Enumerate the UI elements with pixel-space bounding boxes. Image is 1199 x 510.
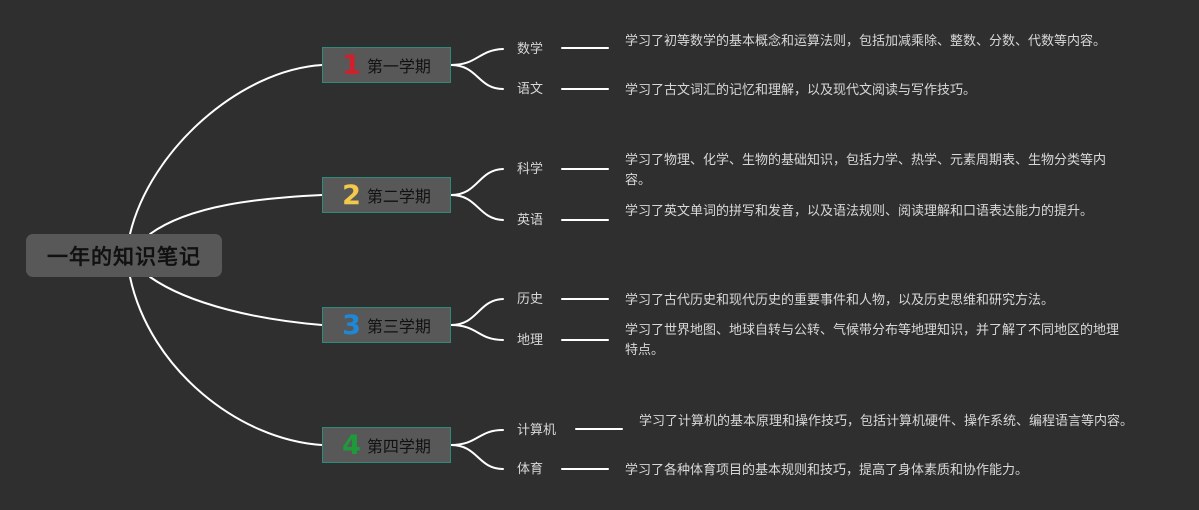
connector-sem3-sub2	[450, 324, 504, 341]
semester-label-2: 第二学期	[366, 187, 431, 206]
semester-node-1[interactable]: 1 第一学期	[322, 47, 451, 83]
subject-desc-english: 学习了英文单词的拼写和发音，以及语法规则、阅读理解和口语表达能力的提升。	[625, 204, 1094, 219]
subject-desc-geography: 学习了世界地图、地球自转与公转、气候带分布等地理知识，并了解了不同地区的地理特点…	[625, 323, 1120, 358]
semester-label-3: 第三学期	[366, 317, 431, 336]
connector-root-sem3	[149, 276, 323, 326]
subject-desc-computer: 学习了计算机的基本原理和操作技巧，包括计算机硬件、操作系统、编程语言等内容。	[639, 414, 1134, 429]
connector-sem2-sub1	[450, 168, 504, 196]
connector-sem4-sub2	[450, 444, 504, 470]
subject-node-history[interactable]: 历史	[517, 292, 544, 307]
subject-node-pe[interactable]: 体育	[517, 462, 544, 477]
connector-root-sem1	[129, 64, 323, 235]
subject-desc-science: 学习了物理、化学、生物的基础知识，包括力学、热学、元素周期表、生物分类等内容。	[625, 153, 1107, 188]
connector-sem1-sub1	[450, 48, 504, 66]
connector-sem3-sub1	[450, 298, 504, 326]
connector-root-sem2	[149, 194, 323, 235]
subject-node-science[interactable]: 科学	[517, 162, 544, 177]
subject-node-english[interactable]: 英语	[517, 213, 544, 228]
subject-node-math[interactable]: 数学	[517, 42, 544, 57]
semester-node-3[interactable]: 3 第三学期	[322, 307, 451, 343]
subject-node-computer[interactable]: 计算机	[517, 423, 557, 438]
root-title: 一年的知识笔记	[47, 244, 201, 269]
subject-desc-math: 学习了初等数学的基本概念和运算法则，包括加减乘除、整数、分数、代数等内容。	[625, 34, 1107, 49]
connector-sem2-sub2	[450, 194, 504, 221]
semester-number-3: 3	[342, 309, 361, 341]
semester-number-4: 4	[342, 429, 361, 461]
root-node[interactable]: 一年的知识笔记	[26, 234, 222, 277]
connector-sem4-sub1	[450, 429, 504, 446]
connector-root-sem4	[129, 276, 323, 446]
subject-desc-chinese: 学习了古文词汇的记忆和理解，以及现代文阅读与写作技巧。	[625, 83, 977, 98]
semester-label-1: 第一学期	[366, 57, 431, 76]
semester-label-4: 第四学期	[366, 437, 431, 456]
semester-number-2: 2	[342, 179, 361, 211]
semester-node-4[interactable]: 4 第四学期	[322, 427, 451, 463]
subject-desc-history: 学习了古代历史和现代历史的重要事件和人物，以及历史思维和研究方法。	[625, 293, 1055, 308]
subject-node-geography[interactable]: 地理	[517, 333, 544, 348]
connector-sem1-sub2	[450, 64, 504, 90]
semester-node-2[interactable]: 2 第二学期	[322, 177, 451, 213]
subject-node-chinese[interactable]: 语文	[517, 82, 544, 97]
subject-desc-pe: 学习了各种体育项目的基本规则和技巧，提高了身体素质和协作能力。	[625, 463, 1029, 478]
semester-number-1: 1	[342, 49, 361, 81]
